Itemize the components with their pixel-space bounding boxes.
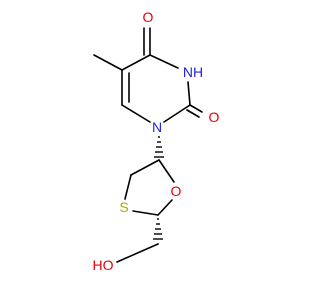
- atom-o-ring: O: [171, 183, 182, 199]
- bonds: [93, 27, 203, 263]
- bond-n1-c6: [121, 104, 151, 123]
- bond-c2-n1: [163, 104, 191, 123]
- atom-o-carbonyl-c4: O: [143, 9, 154, 25]
- atom-n1: N: [152, 119, 162, 135]
- bond-s-c5prime: [124, 174, 132, 200]
- atom-ho-hydroxyl: HO: [93, 257, 114, 273]
- bond-c5prime-c1prime: [130, 159, 160, 176]
- bond-c4-n3: [149, 54, 179, 69]
- bond-c2-o-double-b: [186, 109, 200, 118]
- bond-c2-o-double-a: [189, 104, 203, 113]
- bond-ch2-oh: [116, 243, 159, 263]
- atom-labels: O NH O N O S HO: [93, 9, 220, 273]
- bond-n3-c2: [187, 81, 191, 106]
- atom-o-carbonyl-c2: O: [209, 109, 220, 125]
- atom-s-ring: S: [119, 199, 128, 215]
- bond-c1prime-oring: [158, 159, 175, 183]
- molecule-structure: O NH O N O S HO: [93, 9, 220, 273]
- bond-c5-methyl: [93, 54, 123, 71]
- bond-c2prime-ch2-hashed: [153, 218, 163, 240]
- bond-n1-c1prime-hashed: [154, 136, 164, 158]
- bond-c2prime-s: [132, 210, 159, 216]
- bond-c5-c4: [121, 54, 151, 71]
- atom-nh-n3: NH: [183, 64, 203, 80]
- bond-oring-c2prime: [157, 199, 173, 216]
